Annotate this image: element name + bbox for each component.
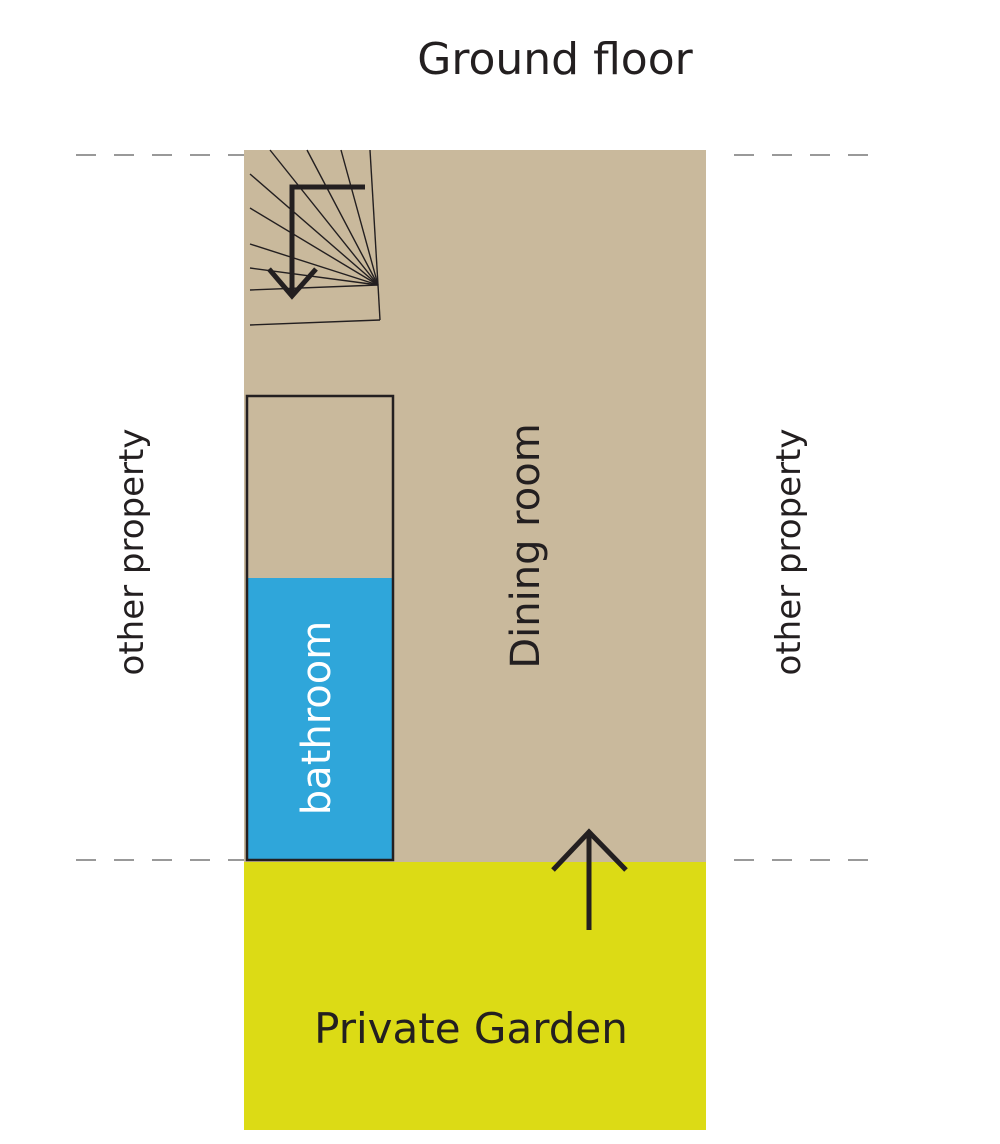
bathroom-area <box>246 578 393 860</box>
stairs-down-arrow-icon <box>267 184 365 300</box>
left-neighbour-label: other property <box>112 429 152 676</box>
plan-title: Ground floor <box>417 34 693 85</box>
dining-room-label: Dining room <box>503 423 549 668</box>
entrance-up-arrow-icon <box>551 828 628 930</box>
private-garden-area <box>244 862 706 1130</box>
property-boundary-lines <box>76 154 885 861</box>
staircase-icon <box>249 149 381 326</box>
storage-outline <box>245 394 395 862</box>
right-neighbour-label: other property <box>769 429 809 676</box>
private-garden-label: Private Garden <box>314 1004 628 1053</box>
bathroom-label: bathroom <box>294 621 340 815</box>
